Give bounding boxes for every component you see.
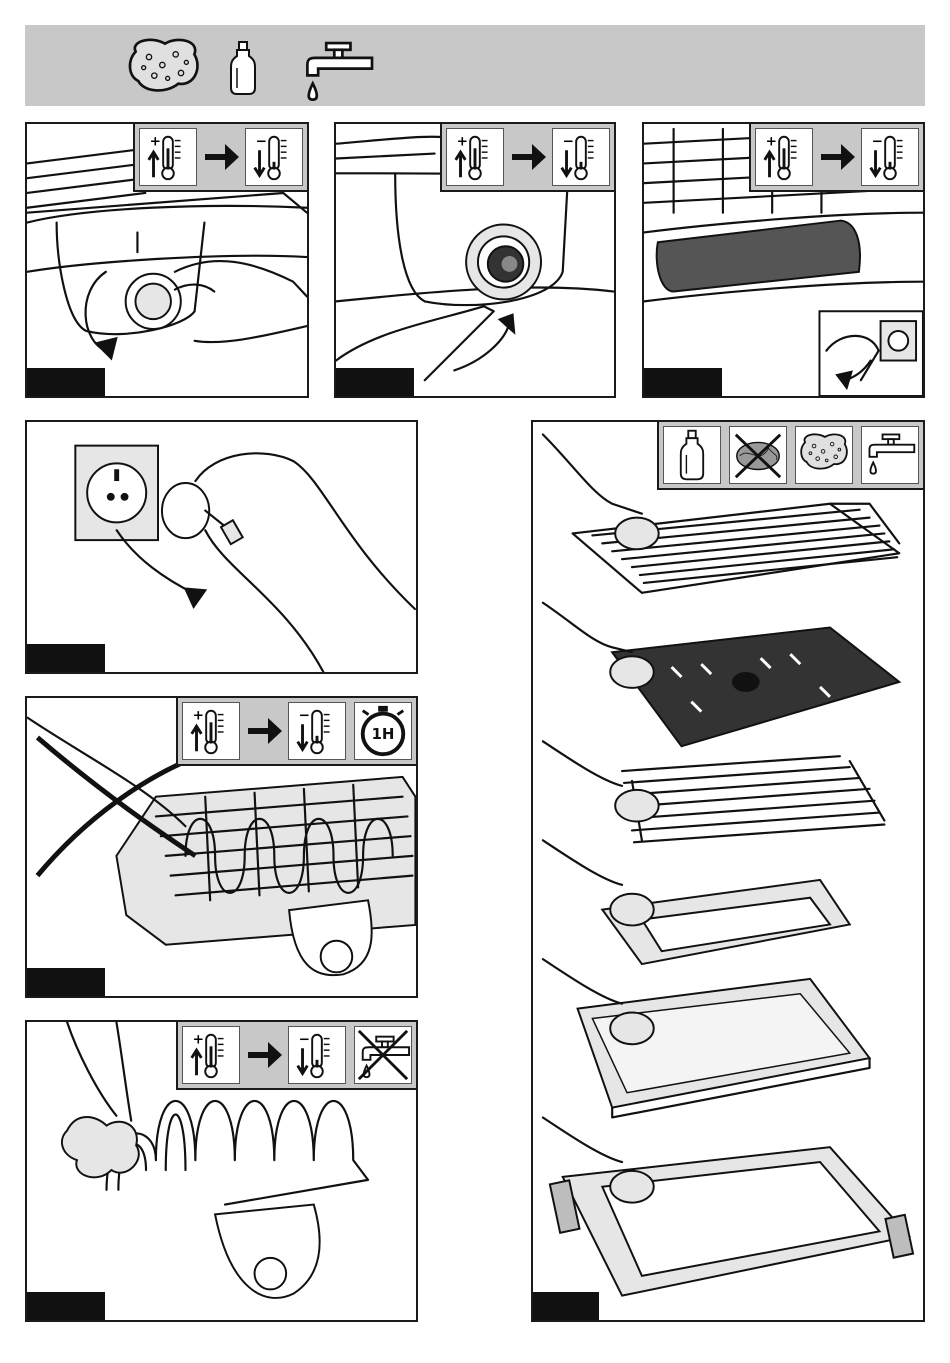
arrow-right-icon bbox=[244, 698, 284, 764]
dish-soap-icon bbox=[215, 33, 271, 103]
no-water-icon bbox=[354, 1026, 412, 1084]
temp-hot-icon bbox=[446, 128, 504, 186]
step-5-panel: 1H bbox=[25, 696, 418, 998]
arrow-right-icon bbox=[244, 1022, 284, 1088]
timer-icon: 1H bbox=[354, 702, 412, 760]
step-1-tag bbox=[27, 368, 105, 396]
step-7-tag bbox=[533, 1292, 599, 1320]
step-5-icon-bar: 1H bbox=[176, 698, 416, 766]
step-2-panel bbox=[334, 122, 616, 398]
temp-hot-icon bbox=[182, 702, 240, 760]
step-1-icon-bar bbox=[133, 124, 307, 192]
sponge-icon bbox=[125, 33, 205, 97]
step-7-panel bbox=[531, 420, 925, 1322]
temp-cold-icon bbox=[552, 128, 610, 186]
temp-hot-icon bbox=[182, 1026, 240, 1084]
water-tap-icon bbox=[861, 426, 919, 484]
step-3-panel bbox=[642, 122, 925, 398]
step-3-icon-bar bbox=[749, 124, 923, 192]
water-tap-icon bbox=[287, 35, 387, 105]
step-1-panel bbox=[25, 122, 309, 398]
temp-cold-icon bbox=[288, 1026, 346, 1084]
clean-parts-illustration bbox=[533, 422, 923, 1320]
step-4-tag bbox=[27, 644, 105, 672]
no-scouring-pad-icon bbox=[729, 426, 787, 484]
arrow-right-icon bbox=[817, 124, 857, 190]
step-2-tag bbox=[336, 368, 414, 396]
arrow-right-icon bbox=[508, 124, 548, 190]
step-5-tag bbox=[27, 968, 105, 996]
cleaning-banner bbox=[25, 25, 925, 106]
unplug-illustration bbox=[27, 422, 416, 672]
sponge-icon bbox=[795, 426, 853, 484]
temp-cold-icon bbox=[245, 128, 303, 186]
temp-cold-icon bbox=[861, 128, 919, 186]
arrow-right-icon bbox=[201, 124, 241, 190]
step-6-icon-bar bbox=[176, 1022, 416, 1090]
temp-cold-icon bbox=[288, 702, 346, 760]
temp-hot-icon bbox=[755, 128, 813, 186]
step-2-icon-bar bbox=[440, 124, 614, 192]
dish-soap-icon bbox=[663, 426, 721, 484]
timer-label: 1H bbox=[355, 725, 411, 743]
step-3-tag bbox=[644, 368, 722, 396]
step-4-panel bbox=[25, 420, 418, 674]
step-7-icon-bar bbox=[657, 422, 923, 490]
step-6-tag bbox=[27, 1292, 105, 1320]
step-6-panel bbox=[25, 1020, 418, 1322]
temp-hot-icon bbox=[139, 128, 197, 186]
